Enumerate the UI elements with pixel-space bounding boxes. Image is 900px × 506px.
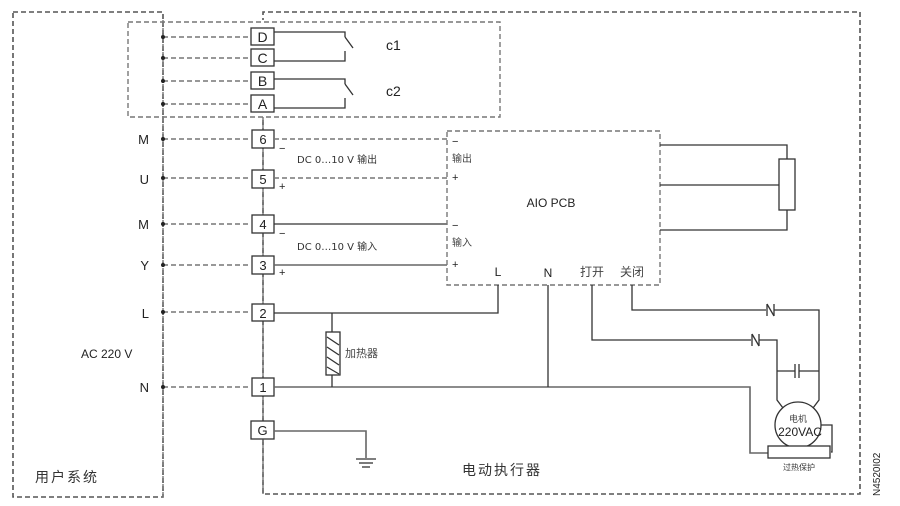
svg-text:5: 5 (259, 172, 266, 187)
user-connections (161, 137, 251, 389)
pcb-output-minus: − (452, 136, 458, 148)
heater-label: 加热器 (345, 347, 378, 360)
svg-text:4: 4 (259, 217, 266, 232)
user-system-title: 用户系统 (35, 469, 99, 486)
dc-output-label: DC 0…10 V 输出 (297, 153, 377, 166)
switch-box (127, 21, 501, 118)
heater (325, 313, 341, 387)
svg-text:3: 3 (259, 258, 266, 273)
pcb-pin-L: L (495, 265, 502, 279)
drawing-code: N4520I02 (872, 452, 883, 496)
pcb-input-plus: + (452, 259, 458, 271)
terminal-2: 2 (251, 303, 275, 322)
pcb-input-label: 输入 (452, 236, 472, 249)
terminal-A: A (250, 94, 275, 113)
switch-c1-label: c1 (386, 37, 401, 53)
output-signal-wires (274, 138, 447, 179)
motor-voltage: 220VAC (778, 425, 822, 439)
switch-c2-label: c2 (386, 83, 401, 99)
user-terminal-U: U (140, 172, 149, 187)
switch-c2 (274, 78, 354, 109)
svg-text:1: 1 (259, 380, 266, 395)
switch-connections (161, 35, 250, 106)
close-wire (631, 285, 820, 409)
potentiometer (660, 144, 796, 231)
terminal-C: C (250, 48, 275, 67)
terminal-6: 6 (251, 129, 275, 149)
t3-plus: + (279, 267, 285, 279)
aio-pcb-box (446, 130, 661, 286)
motor (767, 401, 833, 459)
motor-label: 电机 (789, 413, 807, 425)
actuator-box (262, 11, 861, 495)
actuator-title: 电动执行器 (462, 463, 542, 479)
terminal-1: 1 (251, 377, 275, 397)
svg-text:D: D (257, 29, 267, 45)
terminal-3: 3 (251, 255, 275, 275)
user-terminal-M2: M (138, 217, 149, 232)
t6-minus: − (279, 143, 285, 155)
pcb-output-plus: + (452, 172, 458, 184)
line-L-wire (274, 285, 499, 314)
terminal-G: G (250, 420, 275, 440)
pcb-pin-N: N (544, 266, 553, 280)
terminal-5: 5 (251, 169, 275, 189)
dc-input-label: DC 0…10 V 输入 (297, 240, 377, 253)
terminal-D: D (250, 27, 275, 46)
pcb-input-minus: − (452, 220, 458, 232)
user-terminal-N: N (140, 380, 149, 395)
thermal-protection-label: 过热保护 (783, 462, 815, 472)
user-terminal-M1: M (138, 132, 149, 147)
t5-plus: + (279, 181, 285, 193)
user-terminal-Y: Y (140, 258, 149, 273)
pcb-pin-open: 打开 (580, 265, 604, 279)
svg-text:2: 2 (259, 306, 266, 321)
terminal-4: 4 (251, 214, 275, 234)
svg-text:6: 6 (259, 132, 266, 147)
pcb-output-label: 输出 (452, 152, 472, 165)
t4-minus: − (279, 228, 285, 240)
neutral-wire (274, 386, 768, 454)
user-terminal-L: L (142, 306, 149, 321)
supply-label: AC 220 V (81, 347, 132, 361)
svg-text:C: C (257, 50, 267, 66)
terminal-B: B (250, 71, 275, 90)
ground-icon (274, 430, 376, 468)
open-wire (591, 285, 784, 409)
pcb-pin-close: 关闭 (620, 265, 644, 279)
switch-c1 (274, 31, 354, 62)
pcb-title: AIO PCB (527, 196, 576, 210)
svg-text:B: B (258, 73, 267, 89)
capacitor (777, 364, 819, 378)
svg-text:G: G (257, 423, 267, 438)
svg-text:A: A (258, 96, 268, 112)
input-signal-wires (274, 223, 447, 266)
user-system-box (12, 11, 164, 498)
